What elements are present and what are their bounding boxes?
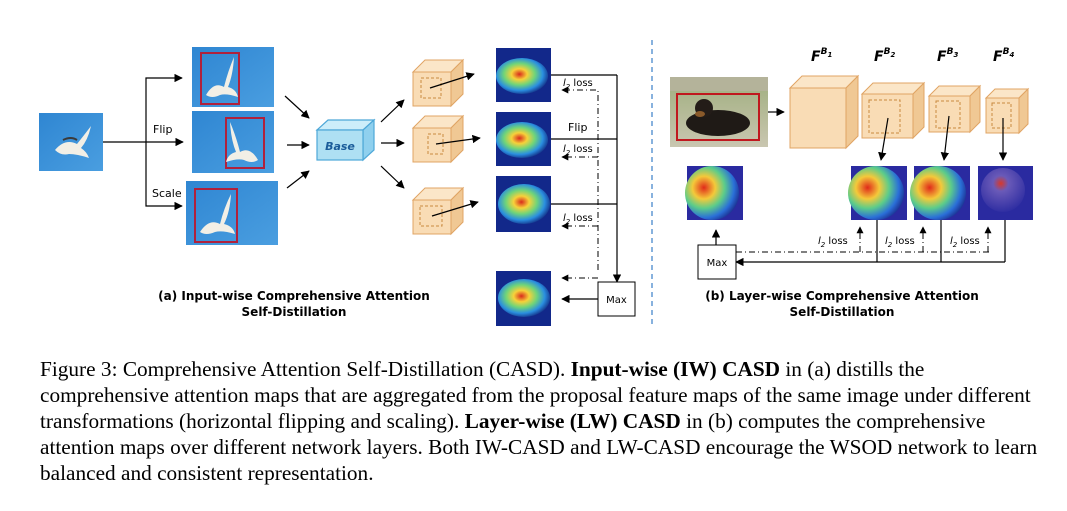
panel-a-caption-line2: Self-Distillation [242, 305, 347, 319]
caption-part3: in (b) computes the comprehensive attent… [40, 409, 1038, 485]
attention-map-b3 [910, 166, 970, 220]
attention-map-aggregated [496, 271, 551, 326]
feature-cube-b1 [788, 74, 860, 150]
max-box-b: Max [697, 244, 737, 280]
bird-image-original [192, 47, 274, 107]
caption-part2: in (a) distills the comprehensive attent… [40, 357, 1031, 433]
flip-right-label: Flip [568, 121, 587, 134]
attention-map-b2 [848, 166, 907, 220]
loss-label-b2: l2 loss [885, 236, 915, 249]
panel-a-aggregation-lines [551, 74, 622, 304]
base-label: Base [325, 140, 355, 153]
feature-cube-a3 [411, 186, 479, 236]
caption-bold-iw: Input-wise (IW) CASD [570, 357, 781, 381]
max-label-b: Max [707, 258, 728, 269]
layer-to-map-arrows [878, 115, 1008, 161]
to-base-arrows [284, 95, 310, 189]
feature-label-b4: FB4 [993, 47, 1014, 65]
panel-b-caption-line1: (b) Layer-wise Comprehensive Attention [705, 289, 979, 303]
attention-map-a3 [496, 176, 551, 232]
loss-label-b3: l2 loss [950, 236, 980, 249]
scale-label: Scale [152, 187, 182, 200]
loss-label-a2: l2 loss [563, 144, 593, 157]
base-backbone-block: Base [315, 118, 376, 162]
loss-label-b1: l2 loss [818, 236, 848, 249]
max-box-a: Max [597, 281, 636, 317]
feature-cube-a1 [411, 58, 475, 108]
attention-map-b4 [978, 166, 1033, 220]
panel-a-distill-dashes [561, 86, 599, 282]
loss-label-a3: l2 loss [563, 213, 593, 226]
panel-b-distill-dashes [736, 226, 992, 253]
loss-label-a1: l2 loss [563, 78, 593, 91]
from-base-arrows [380, 99, 405, 189]
input-bird-image [39, 113, 103, 171]
input-split-arrows [103, 73, 184, 211]
figure-caption: Figure 3: Comprehensive Attention Self-D… [40, 356, 1040, 486]
feature-label-b3: FB3 [937, 47, 958, 65]
feature-cube-a2 [411, 114, 481, 164]
panel-b-aggregation-lines [711, 220, 1006, 267]
caption-part1: Figure 3: Comprehensive Attention Self-D… [40, 357, 571, 381]
panel-a-caption-line1: (a) Input-wise Comprehensive Attention [158, 289, 430, 303]
attention-map-a1 [496, 48, 551, 102]
attention-map-b-aggregated [685, 166, 743, 220]
caption-bold-lw: Layer-wise (LW) CASD [464, 409, 681, 433]
bird-image-flipped [192, 111, 274, 173]
input-dog-image [670, 77, 768, 147]
feature-label-b2: FB2 [874, 47, 895, 65]
attention-map-a2 [496, 112, 551, 166]
bird-image-scaled [186, 181, 278, 245]
feature-label-b1: FB1 [811, 47, 832, 65]
figure-diagram: Flip Scale Base [39, 40, 1033, 328]
feature-cube-b4 [984, 87, 1030, 135]
max-label-a: Max [606, 295, 627, 306]
feature-cube-b2 [860, 81, 926, 140]
feature-labels: FB1 FB2 FB3 FB4 [811, 47, 1014, 65]
feature-cube-b3 [927, 84, 982, 134]
panel-b-caption-line2: Self-Distillation [790, 305, 895, 319]
flip-label: Flip [153, 123, 172, 136]
